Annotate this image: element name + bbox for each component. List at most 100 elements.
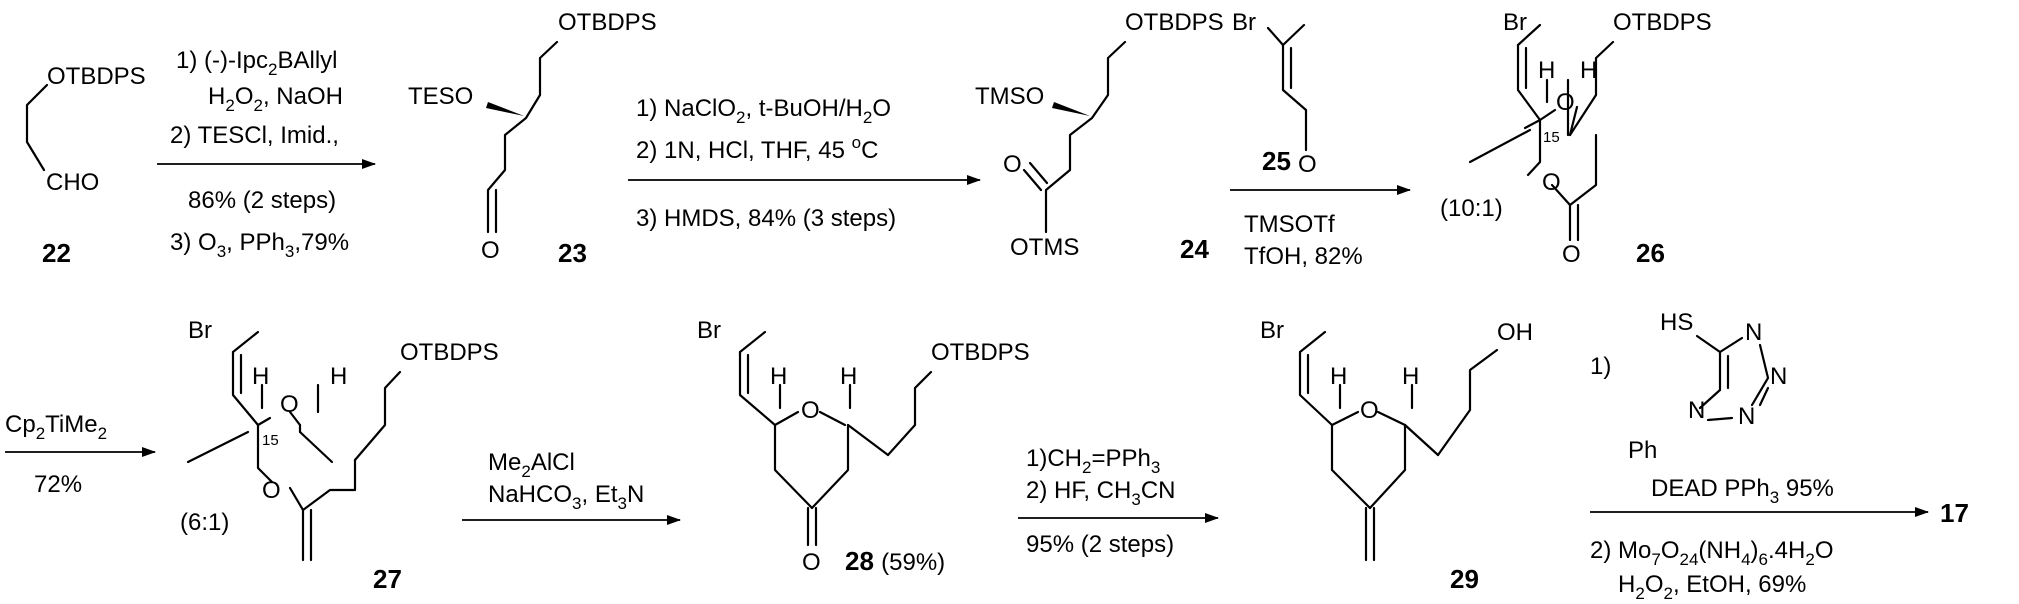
condition-text: AlCl: [531, 449, 575, 476]
atom-label: H: [330, 363, 347, 390]
condition-text: O: [1815, 537, 1834, 564]
subscript: 6: [1759, 550, 1768, 569]
subscript: 2: [1082, 458, 1091, 477]
atom-label: Br: [1503, 9, 1527, 36]
atom-label: Br: [188, 317, 212, 344]
step-1-conditions: 1) (-)-Ipc2BAllyl H2O2, NaOH 2) TESCl, I…: [157, 47, 376, 261]
condition-text: TiMe: [45, 411, 97, 438]
atom-label: H: [1580, 57, 1597, 84]
atom-label: O: [280, 391, 299, 418]
condition-text: .4H: [1768, 537, 1805, 564]
atom-label: O: [1360, 397, 1379, 424]
condition-text: 2) 1N, HCl, THF, 45: [636, 137, 852, 164]
condition-text: O: [1661, 537, 1680, 564]
condition-text: CN: [1141, 477, 1176, 504]
condition-text: 1) (-)-Ipc: [176, 47, 268, 74]
subscript: 2: [1663, 584, 1672, 603]
atom-label: TMSO: [975, 83, 1044, 110]
stereo-label: 15: [1543, 129, 1560, 146]
stereo-label: 15: [262, 432, 279, 449]
condition-text: , t-BuOH/H: [746, 95, 863, 122]
atom-label: H: [770, 363, 787, 390]
yield-label: (59%): [881, 549, 945, 576]
svg-text:1)CH2=PPh3: 1)CH2=PPh3: [1026, 445, 1160, 477]
condition-text: 3) HMDS, 84% (3 steps): [636, 205, 896, 232]
condition-text: TMSOTf: [1244, 211, 1335, 238]
condition-text: 2) Mo: [1590, 537, 1651, 564]
step-5-conditions: Me2AlCl NaHCO3, Et3N: [462, 449, 681, 525]
condition-text: H: [208, 83, 225, 110]
subscript: 7: [1651, 550, 1660, 569]
svg-text:Me2AlCl: Me2AlCl: [488, 449, 575, 481]
superscript: o: [852, 133, 861, 152]
subscript: 2: [253, 96, 262, 115]
atom-label: Ph: [1628, 437, 1657, 464]
step-3-conditions: TMSOTf TfOH, 82%: [1230, 185, 1411, 270]
svg-text:2) Mo7O24(NH4)6.4H2O: 2) Mo7O24(NH4)6.4H2O: [1590, 537, 1834, 569]
compound-28: Br OTBDPS H H O O 28 (59%): [697, 317, 1030, 576]
condition-text: 86% (2 steps): [188, 187, 336, 214]
atom-label: OH: [1497, 319, 1533, 346]
atom-label: O: [1003, 151, 1022, 178]
condition-text: BAllyl: [277, 47, 337, 74]
atom-label: O: [1298, 151, 1317, 178]
subscript: 2: [863, 108, 872, 127]
atom-label: N: [1738, 403, 1755, 430]
condition-text: Me: [488, 449, 521, 476]
compound-number: 29: [1450, 564, 1479, 594]
compound-17: 17: [1940, 498, 1969, 528]
svg-text:2) 1N, HCl, THF, 45 oC: 2) 1N, HCl, THF, 45 oC: [636, 133, 878, 164]
condition-text: , NaOH: [263, 83, 343, 110]
condition-text: 95%: [1779, 475, 1834, 502]
subscript: 3: [285, 242, 294, 261]
condition-text: N: [627, 481, 644, 508]
atom-label: HS: [1660, 309, 1693, 336]
atom-label: O: [802, 549, 821, 576]
condition-text: NaHCO: [488, 481, 572, 508]
condition-text: , Et: [581, 481, 617, 508]
atom-label: Br: [1232, 9, 1256, 36]
condition-text: (NH: [1698, 537, 1741, 564]
condition-text: =PPh: [1091, 445, 1150, 472]
atom-label: O: [1556, 89, 1575, 116]
atom-label: OTBDPS: [400, 339, 499, 366]
subscript: 3: [217, 242, 226, 261]
compound-number: 24: [1180, 234, 1209, 264]
atom-label: N: [1688, 397, 1705, 424]
condition-text: O: [1645, 571, 1664, 598]
condition-text: H: [1618, 571, 1635, 598]
step-7-conditions: 1) HS N N N N Ph DEAD PPh3 95% 2) Mo7O24…: [1590, 309, 1929, 603]
compound-number: 22: [42, 238, 71, 268]
subscript: 3: [1770, 488, 1779, 507]
subscript: 3: [618, 494, 627, 513]
subscript: 2: [1805, 550, 1814, 569]
step-6-conditions: 1)CH2=PPh3 2) HF, CH3CN 95% (2 steps): [1018, 445, 1219, 558]
compound-number: 17: [1940, 498, 1969, 528]
condition-text: O: [872, 95, 891, 122]
condition-text: 3) O: [170, 229, 217, 256]
atom-label: N: [1770, 363, 1787, 390]
atom-label: H: [1330, 363, 1347, 390]
atom-label: Br: [1260, 317, 1284, 344]
atom-label: O: [1562, 241, 1581, 268]
atom-label: Br: [697, 317, 721, 344]
svg-text:3) O3, PPh3,79%: 3) O3, PPh3,79%: [170, 229, 349, 261]
atom-label: OTBDPS: [1125, 9, 1224, 36]
condition-text: , PPh: [226, 229, 285, 256]
svg-text:2) HF, CH3CN: 2) HF, CH3CN: [1026, 477, 1175, 509]
compound-25: Br O 25: [1232, 9, 1317, 178]
svg-text:DEAD PPh3 95%: DEAD PPh3 95%: [1651, 475, 1834, 507]
condition-text: Cp: [5, 411, 36, 438]
compound-number: 28: [845, 546, 874, 576]
subscript: 3: [572, 494, 581, 513]
compound-23: OTBDPS TESO O 23: [408, 9, 657, 268]
step-4-conditions: Cp2TiMe2 72%: [5, 411, 156, 498]
compound-number: 23: [558, 238, 587, 268]
condition-text: 95% (2 steps): [1026, 531, 1174, 558]
atom-label: CHO: [46, 169, 99, 196]
subscript: 24: [1680, 550, 1699, 569]
atom-label: O: [262, 477, 281, 504]
compound-number: 27: [373, 564, 402, 594]
svg-text:1) NaClO2, t-BuOH/H2O: 1) NaClO2, t-BuOH/H2O: [636, 95, 891, 127]
